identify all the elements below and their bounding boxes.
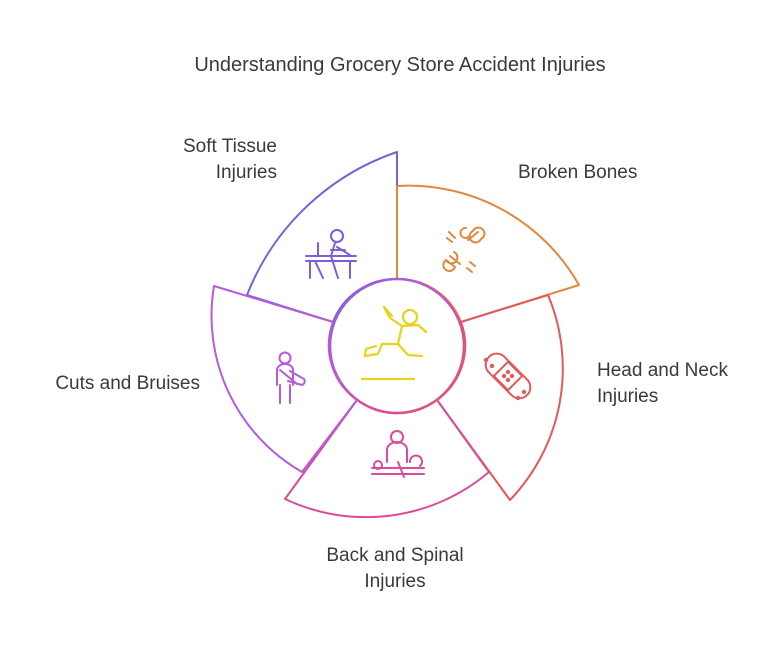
back-massage-icon	[371, 430, 425, 478]
label-soft-tissue: Soft Tissue Injuries	[183, 136, 277, 183]
label-head-neck: Head and Neck Injuries	[597, 360, 728, 407]
segment-broken-bones	[396, 184, 580, 323]
bandage-icon	[483, 352, 532, 401]
label-broken-bones: Broken Bones	[518, 162, 638, 183]
slip-and-fall-icon	[360, 305, 428, 381]
diagram-title: Understanding Grocery Store Accident Inj…	[194, 54, 606, 76]
arm-sling-icon	[276, 351, 306, 404]
physiotherapy-icon	[305, 229, 357, 279]
label-cuts-bruises: Cuts and Bruises	[55, 373, 200, 394]
label-back-spinal: Back and Spinal Injuries	[326, 545, 464, 592]
broken-bone-icon	[442, 226, 486, 273]
center-hub	[328, 277, 466, 415]
